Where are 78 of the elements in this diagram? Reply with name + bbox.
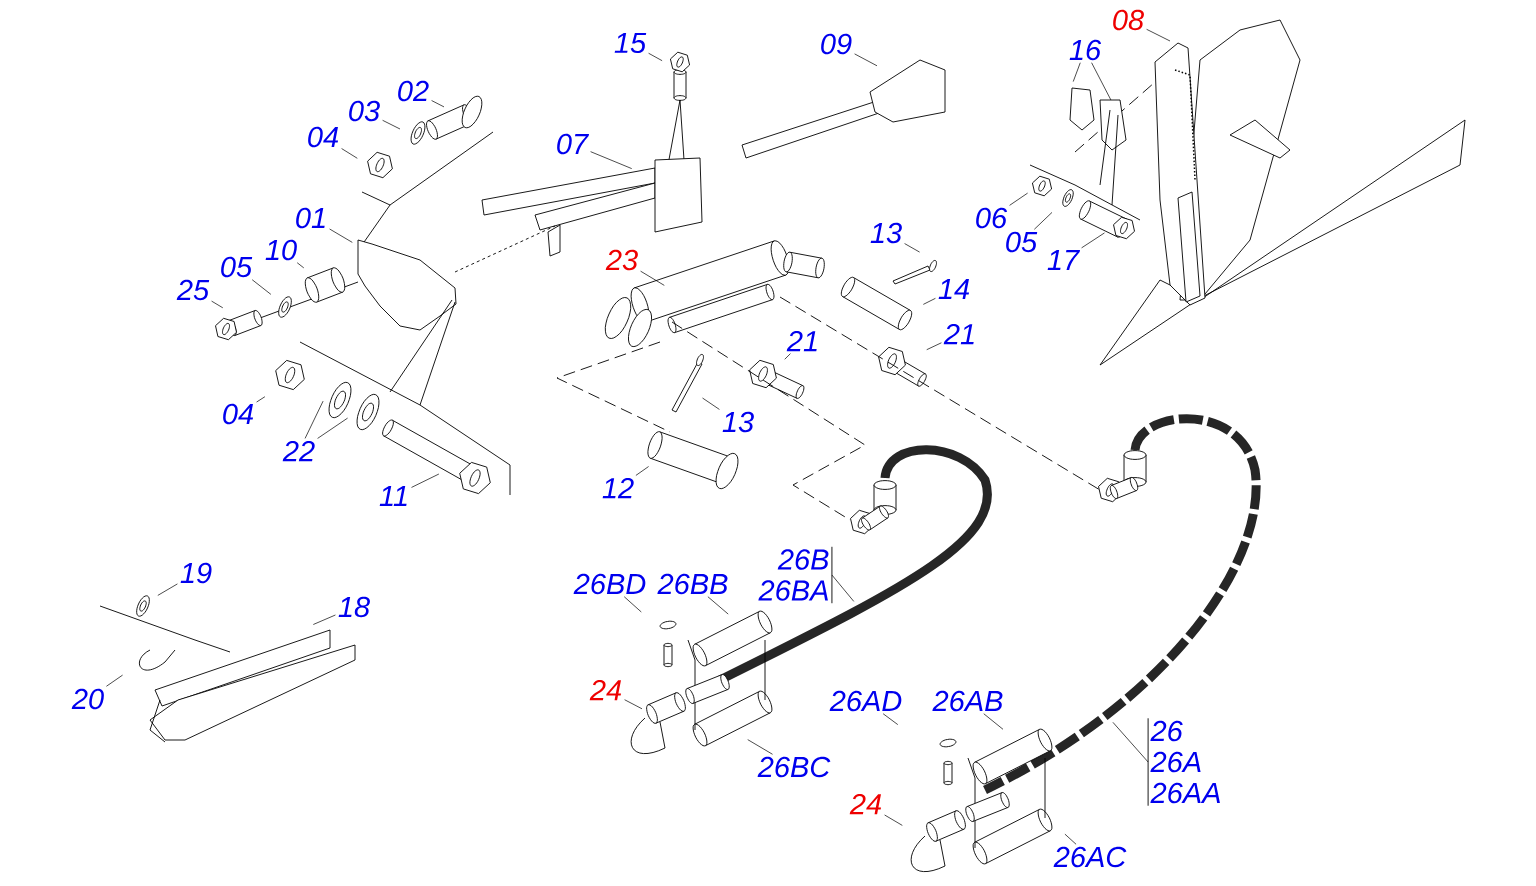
leader-line [431, 100, 445, 108]
leader-line [904, 243, 920, 253]
callout-number: 24 [849, 793, 882, 815]
leader-line [251, 279, 272, 295]
leader-line [648, 52, 663, 62]
leader-line [304, 400, 324, 439]
callout-number: 26BD [573, 573, 646, 595]
callout-number: 01 [296, 207, 325, 229]
callout-number-group: 26B 26BA [758, 546, 833, 604]
leader-line [983, 713, 1004, 730]
leader-line [882, 713, 899, 725]
leader-line [640, 270, 665, 286]
callout-number: 13 [722, 411, 754, 433]
callout-number: 17 [1047, 250, 1081, 270]
callout-number: 10 [265, 239, 297, 261]
callout-number: 05 [221, 256, 253, 278]
leader-line [411, 473, 440, 488]
leader-line [1081, 232, 1105, 249]
callout-number: 19 [180, 562, 212, 584]
callout-number: 12 [602, 477, 634, 499]
leader-line [922, 297, 936, 305]
callout-number: 26AB [932, 690, 1003, 712]
callout-number: 05 [1006, 231, 1038, 253]
leader-line [1146, 28, 1171, 42]
leader-line [1091, 62, 1112, 101]
callout-number: 03 [349, 100, 380, 122]
leader-line [854, 53, 878, 67]
callout-number: 22 [282, 440, 315, 462]
callout-number: 25 [176, 279, 210, 301]
leader-line [157, 583, 178, 596]
leader-line [590, 151, 633, 169]
callout-number: 26AD [829, 690, 902, 712]
leader-line [382, 119, 401, 130]
leader-line [1009, 192, 1028, 206]
leader-line [296, 262, 305, 269]
callout-number: 26AC [1053, 846, 1127, 868]
callout-number: 04 [223, 403, 254, 425]
leader-line [831, 574, 855, 602]
leader-line [784, 353, 791, 360]
callout-number: 02 [398, 80, 429, 102]
leader-line [707, 596, 729, 615]
callout-number: 04 [308, 126, 339, 148]
callout-number: 23 [605, 249, 638, 271]
leader-line [1072, 62, 1081, 82]
callout-number: 08 [1113, 9, 1144, 31]
callout-number: 21 [943, 323, 974, 345]
leader-line [256, 396, 266, 403]
callout-number: 18 [338, 596, 370, 618]
callout-number: 24 [589, 679, 622, 701]
callout-number: 20 [71, 688, 104, 710]
callout-number: 16 [1069, 39, 1102, 61]
leader-line [1034, 212, 1053, 230]
callout-number: 13 [870, 222, 902, 244]
callout-number: 09 [821, 33, 852, 55]
callout-number: 15 [614, 32, 647, 54]
callout-number: 06 [976, 207, 1008, 229]
leader-line [341, 148, 358, 159]
leader-line [926, 342, 942, 351]
leader-line [1112, 721, 1149, 763]
leader-line [635, 466, 649, 476]
leader-line [747, 739, 773, 755]
leader-line [884, 814, 903, 826]
callout-number: 26BC [757, 756, 831, 778]
callout-number: 11 [379, 486, 407, 506]
leader-line [702, 397, 720, 410]
callout-number-group: 26 26A 26AA [1147, 717, 1220, 807]
leader-line [329, 228, 353, 243]
callout-number: 26BB [657, 573, 728, 595]
leader-line [312, 614, 336, 625]
leader-line [106, 674, 123, 687]
callout-number: 07 [557, 133, 589, 155]
leader-line [623, 596, 642, 613]
leader-line [211, 300, 224, 309]
leader-line [1064, 833, 1077, 845]
callout-number: 21 [786, 330, 817, 352]
leader-line [317, 417, 348, 439]
callout-number: 14 [938, 279, 970, 299]
leader-line [624, 699, 643, 710]
